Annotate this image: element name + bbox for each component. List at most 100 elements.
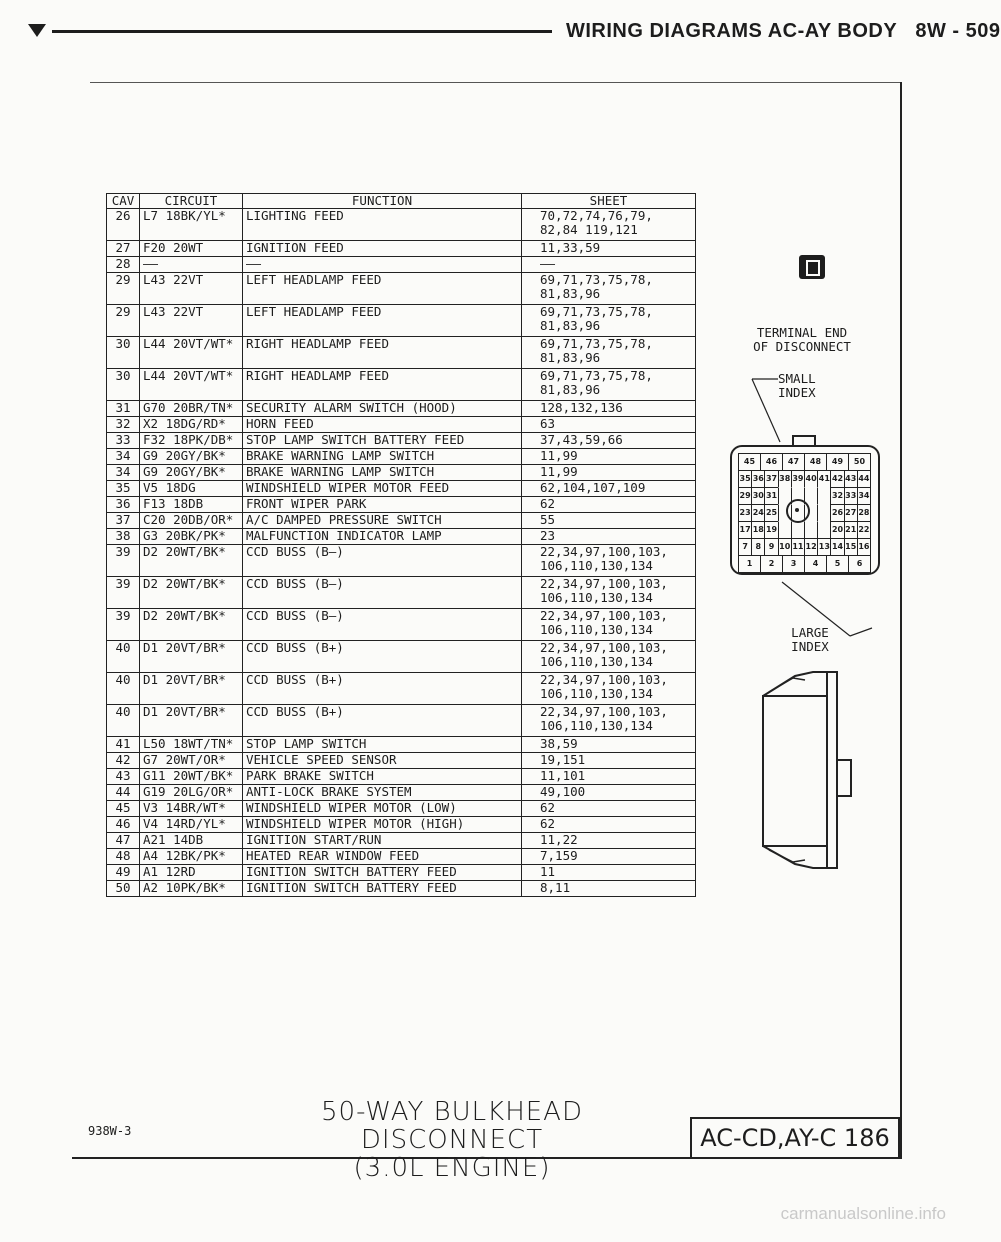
connector-key-tab — [792, 435, 816, 447]
cell-sheet: 11,101 — [521, 768, 696, 785]
large-index-text: LARGE INDEX — [791, 625, 829, 654]
cell-circuit: G9 20GY/BK* — [139, 448, 243, 465]
cell-cav: 39 — [106, 544, 140, 577]
figure-number: 938W-3 — [88, 1124, 132, 1138]
connector-pin: 16 — [856, 538, 872, 556]
cell-cav: 46 — [106, 816, 140, 833]
cell-cav: 39 — [106, 608, 140, 641]
cell-cav: 29 — [106, 304, 140, 337]
cell-circuit: —— — [139, 256, 243, 273]
col-sheet: SHEET — [521, 193, 696, 209]
cell-sheet: 11,99 — [521, 464, 696, 481]
connector-pin: 6 — [848, 555, 871, 573]
cell-sheet: 69,71,73,75,78, 81,83,96 — [521, 272, 696, 305]
connector-icon — [799, 255, 825, 279]
cell-cav: 34 — [106, 464, 140, 481]
cell-cav: 42 — [106, 752, 140, 769]
cell-sheet: 22,34,97,100,103, 106,110,130,134 — [521, 544, 696, 577]
cell-sheet: 22,34,97,100,103, 106,110,130,134 — [521, 608, 696, 641]
header-rule — [52, 30, 552, 33]
col-function: FUNCTION — [242, 193, 522, 209]
cell-sheet: 22,34,97,100,103, 106,110,130,134 — [521, 704, 696, 737]
connector-pin: 26 — [830, 504, 845, 522]
cell-circuit: G3 20BK/PK* — [139, 528, 243, 545]
cell-function: HORN FEED — [242, 416, 522, 433]
connector-pin: 38 — [777, 470, 792, 488]
connector-pin: 23 — [738, 504, 753, 522]
cell-circuit: A2 10PK/BK* — [139, 880, 243, 897]
small-index-label: SMALL INDEX — [778, 372, 838, 400]
cell-circuit: D2 20WT/BK* — [139, 608, 243, 641]
frame-right-line — [900, 82, 902, 1158]
terminal-end-text: TERMINAL END OF DISCONNECT — [753, 325, 851, 354]
connector-pin: 25 — [764, 504, 779, 522]
cell-cav: 45 — [106, 800, 140, 817]
cell-function: RIGHT HEADLAMP FEED — [242, 368, 522, 401]
cell-circuit: G11 20WT/BK* — [139, 768, 243, 785]
watermark: carmanualsonline.info — [780, 1204, 946, 1223]
cell-circuit: G9 20GY/BK* — [139, 464, 243, 481]
cell-cav: 32 — [106, 416, 140, 433]
connector-pin — [817, 504, 832, 522]
connector-pin: 14 — [830, 538, 845, 556]
cell-cav: 44 — [106, 784, 140, 801]
header-section-title: WIRING DIAGRAMS AC-AY BODY — [566, 20, 898, 42]
connector-pin: 32 — [830, 487, 845, 505]
cell-sheet: 38,59 — [521, 736, 696, 753]
cell-cav: 49 — [106, 864, 140, 881]
cell-circuit: L43 22VT — [139, 304, 243, 337]
frame-top-line — [90, 82, 902, 83]
cell-circuit: L44 20VT/WT* — [139, 368, 243, 401]
connector-pin: 29 — [738, 487, 753, 505]
connector-pin: 7 — [738, 538, 753, 556]
diagram-title-line1: 50-WAY BULKHEAD DISCONNECT — [321, 1097, 583, 1155]
cell-cav: 40 — [106, 672, 140, 705]
cell-circuit: D1 20VT/BR* — [139, 672, 243, 705]
connector-pin — [777, 521, 792, 539]
cell-sheet: —— — [521, 256, 696, 273]
cell-function: IGNITION SWITCH BATTERY FEED — [242, 880, 522, 897]
connector-pin: 18 — [751, 521, 766, 539]
cell-circuit: D2 20WT/BK* — [139, 576, 243, 609]
cell-function: ANTI-LOCK BRAKE SYSTEM — [242, 784, 522, 801]
cell-cav: 37 — [106, 512, 140, 529]
connector-pin: 1 — [738, 555, 761, 573]
cell-sheet: 22,34,97,100,103, 106,110,130,134 — [521, 576, 696, 609]
connector-pin: 37 — [764, 470, 779, 488]
cell-function: LEFT HEADLAMP FEED — [242, 304, 522, 337]
connector-pin — [817, 487, 832, 505]
cell-circuit: L44 20VT/WT* — [139, 336, 243, 369]
connector-bolt-icon — [786, 499, 810, 523]
cell-function: FRONT WIPER PARK — [242, 496, 522, 513]
cell-sheet: 62 — [521, 816, 696, 833]
cell-circuit: V3 14BR/WT* — [139, 800, 243, 817]
connector-pin: 39 — [790, 470, 806, 488]
cell-function: A/C DAMPED PRESSURE SWITCH — [242, 512, 522, 529]
cell-cav: 41 — [106, 736, 140, 753]
cell-cav: 40 — [106, 704, 140, 737]
cell-sheet: 55 — [521, 512, 696, 529]
page-header: WIRING DIAGRAMS AC-AY BODY 8W - 509 — [28, 20, 1000, 50]
cell-circuit: F20 20WT — [139, 240, 243, 257]
cell-sheet: 37,43,59,66 — [521, 432, 696, 449]
cell-function: IGNITION FEED — [242, 240, 522, 257]
connector-pin: 3 — [782, 555, 805, 573]
cell-function: CCD BUSS (B—) — [242, 544, 522, 577]
cell-function: CCD BUSS (B—) — [242, 608, 522, 641]
cell-sheet: 22,34,97,100,103, 106,110,130,134 — [521, 672, 696, 705]
cell-cav: 43 — [106, 768, 140, 785]
